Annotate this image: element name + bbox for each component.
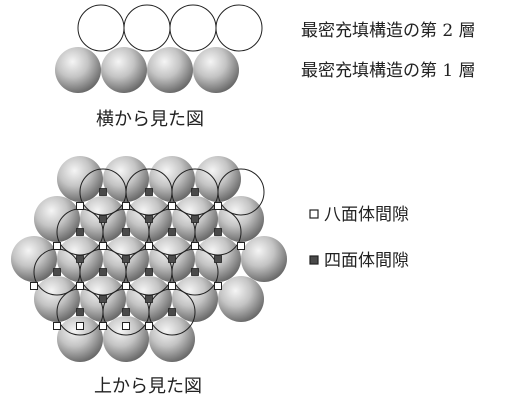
top-layer1-sphere-16 [34,276,80,322]
tetrahedral-marker-19 [122,255,130,263]
top-layer1-sphere-9 [218,196,264,242]
tetrahedral-marker-17 [191,215,199,223]
octahedral-marker-12 [122,282,130,290]
octahedral-marker-16 [99,322,107,330]
octahedral-marker-13 [168,282,176,290]
side-view: 最密充填構造の第 2 層 最密充填構造の第 1 層 横から見た図 [55,4,476,130]
octahedral-marker-8 [191,242,199,250]
top-view-layer1-spheres [11,156,287,362]
top-view-caption: 上から見た図 [94,376,202,397]
side-layer2-circle-4 [215,4,263,52]
side-view-layer2-spheres [77,4,263,52]
tetrahedral-legend-icon [309,255,319,265]
side-layer2-circle-3 [169,4,217,52]
legend: 八面体間隙 四面体間隙 [309,205,409,271]
tetrahedral-marker-10 [145,268,153,276]
tetrahedral-marker-23 [145,295,153,303]
octahedral-marker-15 [53,322,61,330]
side-layer2-circle-1 [77,4,125,52]
tetrahedral-marker-16 [145,215,153,223]
layer1-label: 最密充填構造の第 1 層 [301,61,476,81]
tetrahedral-marker-22 [99,295,107,303]
tetrahedral-marker-8 [53,268,61,276]
top-layer2-circle-4 [217,168,265,216]
octahedral-marker-5 [53,242,61,250]
tetrahedral-marker-15 [99,215,107,223]
tetrahedral-marker-5 [122,228,130,236]
octahedral-legend-label: 八面体間隙 [324,205,409,225]
top-layer1-sphere-3 [149,156,195,202]
side-layer1-sphere-2 [101,47,147,93]
tetrahedral-marker-18 [76,255,84,263]
side-layer1-sphere-4 [193,47,239,93]
octahedral-marker-11 [76,282,84,290]
octahedral-marker-10 [30,282,38,290]
top-layer1-sphere-15 [241,236,287,282]
tetrahedral-marker-7 [214,228,222,236]
tetrahedral-marker-12 [76,308,84,316]
side-view-caption: 横から見た図 [96,109,204,130]
tetrahedral-marker-13 [122,308,130,316]
top-layer1-sphere-23 [149,316,195,362]
octahedral-marker-6 [99,242,107,250]
top-layer1-sphere-1 [57,156,103,202]
octahedral-marker-9 [237,242,245,250]
octahedral-marker-19 [122,322,130,330]
side-view-layer1-spheres [55,47,239,93]
side-layer1-sphere-1 [55,47,101,93]
top-layer1-sphere-22 [103,316,149,362]
tetrahedral-marker-1 [99,188,107,196]
tetrahedral-marker-11 [191,268,199,276]
side-layer1-sphere-3 [147,47,193,93]
tetrahedral-marker-21 [214,255,222,263]
octahedral-marker-3 [214,202,222,210]
tetrahedral-marker-6 [168,228,176,236]
tetrahedral-marker-20 [168,255,176,263]
side-layer2-circle-2 [123,4,171,52]
layer2-label: 最密充填構造の第 2 層 [301,21,476,41]
octahedral-marker-14 [214,282,222,290]
octahedral-marker-2 [168,202,176,210]
tetrahedral-legend-label: 四面体間隙 [324,251,409,271]
tetrahedral-marker-4 [76,228,84,236]
octahedral-marker-4 [76,202,84,210]
top-layer1-sphere-2 [103,156,149,202]
octahedral-marker-7 [145,242,153,250]
top-layer1-sphere-10 [11,236,57,282]
tetrahedral-marker-3 [191,188,199,196]
top-layer1-sphere-19 [172,276,218,322]
octahedral-marker-1 [122,202,130,210]
octahedral-legend-icon [309,209,319,219]
octahedral-marker-17 [145,322,153,330]
top-layer1-sphere-5 [34,196,80,242]
top-layer1-sphere-21 [57,316,103,362]
top-view-interstitial-markers [30,188,245,330]
tetrahedral-marker-14 [168,308,176,316]
top-layer1-sphere-20 [218,276,264,322]
octahedral-marker-18 [76,322,84,330]
tetrahedral-marker-9 [99,268,107,276]
top-layer1-sphere-4 [195,156,241,202]
tetrahedral-marker-2 [145,188,153,196]
top-view: 上から見た図 [11,156,287,397]
